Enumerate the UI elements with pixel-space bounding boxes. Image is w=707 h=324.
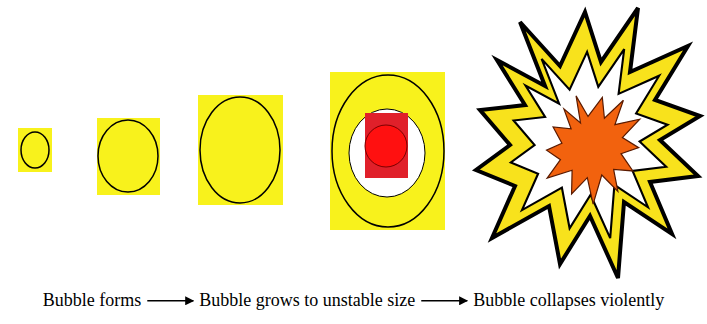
collapse-burst	[476, 8, 700, 278]
bubble-ground	[18, 128, 52, 172]
bubble-ground	[330, 72, 445, 230]
step-text: Bubble forms	[43, 290, 142, 312]
caption-step: Bubble forms	[42, 290, 143, 312]
collapse-burst	[538, 87, 648, 211]
step-text: Bubble grows to unstable size	[199, 290, 415, 312]
step-text: Bubble collapses violently	[473, 290, 664, 312]
caption-step: Bubble collapses violently	[472, 290, 665, 312]
bubble-ground	[97, 118, 160, 195]
growing-bubble	[98, 120, 158, 192]
bubble-ground	[198, 95, 283, 205]
hot-core	[365, 125, 407, 167]
hot-core	[365, 113, 408, 178]
flow-arrow	[421, 300, 467, 302]
small-bubble	[21, 132, 49, 168]
collapse-burst	[511, 49, 668, 238]
flow-arrow	[147, 300, 193, 302]
caption-step: Bubble grows to unstable size	[198, 290, 416, 312]
large-bubble	[200, 97, 280, 203]
bubble-core	[349, 109, 425, 197]
unstable-bubble	[332, 75, 444, 227]
